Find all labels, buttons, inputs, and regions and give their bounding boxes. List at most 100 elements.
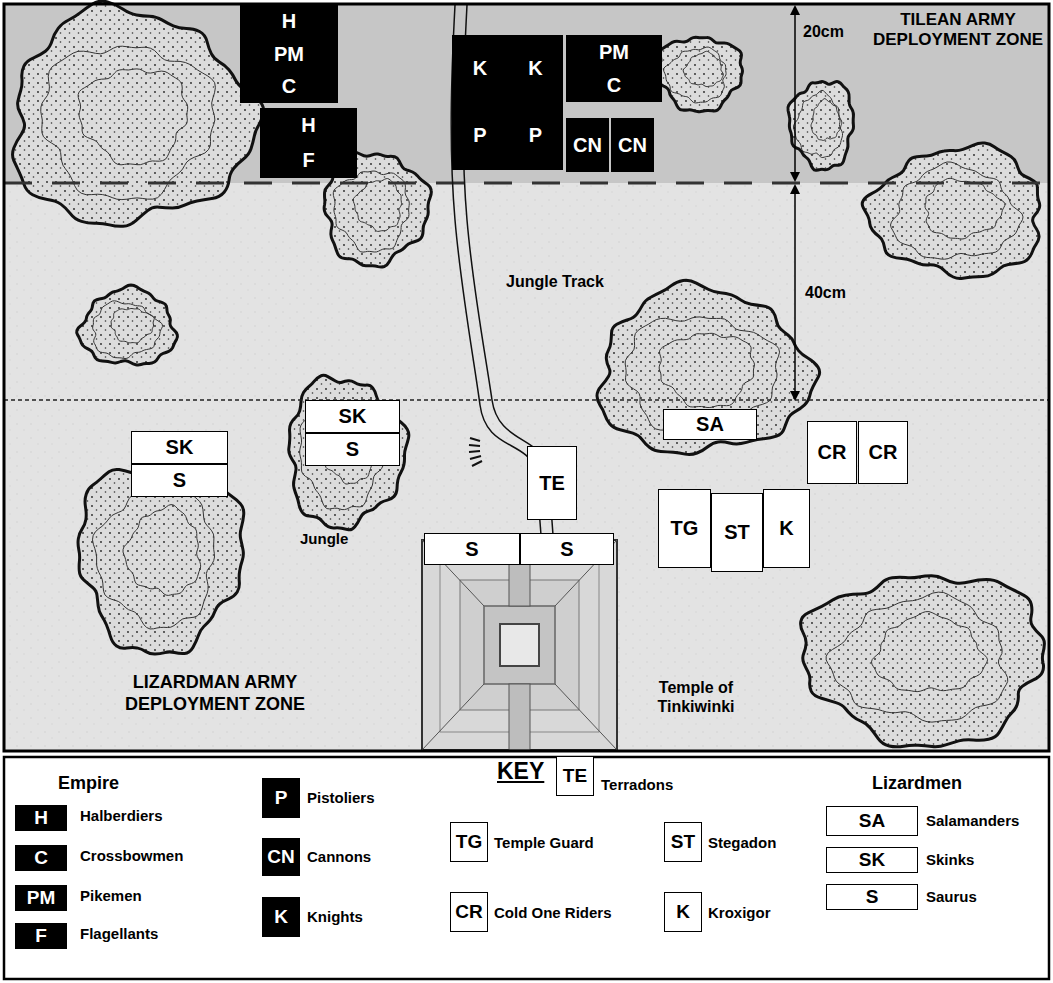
unit-letter: SK xyxy=(166,436,194,459)
temple-drawing xyxy=(422,540,617,750)
unit-block: K xyxy=(452,35,508,101)
unit-letter: CR xyxy=(818,441,847,464)
army-heading: Lizardmen xyxy=(872,773,1022,795)
legend-text: Knights xyxy=(307,908,363,925)
unit-block: P xyxy=(452,101,508,170)
jungle-area xyxy=(13,1,264,226)
legend-swatch: ST xyxy=(664,822,702,862)
jungle-contour xyxy=(41,46,216,200)
unit-letter: S xyxy=(560,538,573,561)
legend-text: Kroxigor xyxy=(708,904,771,921)
unit-letter: CN xyxy=(618,134,647,157)
legend-letter: S xyxy=(866,886,879,908)
unit-letter: CN xyxy=(573,134,602,157)
legend-swatch: H xyxy=(15,805,67,831)
legend-text: Stegadon xyxy=(708,834,776,851)
track-label: Jungle Track xyxy=(506,272,626,291)
legend-letter: SA xyxy=(859,810,885,832)
unit-letter: S xyxy=(346,438,359,461)
legend-swatch: PM xyxy=(15,885,67,911)
unit-block: S xyxy=(305,433,400,466)
legend-letter: CR xyxy=(455,901,482,923)
unit-letter: TE xyxy=(539,472,565,495)
jungle-contour xyxy=(826,592,1008,722)
jungle-contour xyxy=(93,301,163,359)
legend-text: Skinks xyxy=(926,851,974,868)
deployment-line xyxy=(4,182,1049,185)
legend-text: Pikemen xyxy=(80,887,142,904)
legend-letter: ST xyxy=(671,831,695,853)
unit-block: CN xyxy=(611,118,654,172)
legend-swatch: P xyxy=(262,778,300,818)
jungle-contour xyxy=(353,179,401,232)
legend-text: Salamanders xyxy=(926,812,1019,829)
unit-block: F xyxy=(260,143,357,178)
unit-letter: PM xyxy=(599,41,629,64)
unit-block: CR xyxy=(807,421,857,484)
legend-text: Saurus xyxy=(926,888,977,905)
unit-block: CR xyxy=(858,421,908,484)
deployment-line xyxy=(4,399,1049,401)
jungle-area xyxy=(597,280,820,454)
legend-text: Pistoliers xyxy=(307,789,375,806)
jungle-contour xyxy=(78,69,188,165)
unit-letter: PM xyxy=(274,43,304,66)
legend-letter: K xyxy=(676,901,690,923)
jungle-contour xyxy=(683,51,723,86)
unit-letter: P xyxy=(529,124,542,147)
unit-letter: K xyxy=(779,517,793,540)
jungle-area xyxy=(788,81,854,170)
legend-swatch: S xyxy=(826,884,918,910)
terrain-label: Jungle xyxy=(300,530,380,548)
zone-title: TILEAN ARMY DEPLOYMENT ZONE xyxy=(866,10,1050,51)
unit-block: H xyxy=(260,108,357,143)
unit-block: H xyxy=(240,5,338,38)
unit-block: P xyxy=(508,101,563,170)
legend-letter: CN xyxy=(267,846,294,868)
temple-label: Temple of Tinkiwinki xyxy=(626,678,766,716)
legend-text: Cold One Riders xyxy=(494,904,612,921)
unit-letter: H xyxy=(282,10,296,33)
jungle-contour xyxy=(811,99,842,141)
legend-swatch: K xyxy=(262,897,300,937)
unit-block: C xyxy=(240,70,338,103)
unit-block: PM xyxy=(240,38,338,70)
legend-text: Flagellants xyxy=(80,925,158,942)
unit-letter: P xyxy=(473,124,486,147)
jungle-area xyxy=(862,143,1040,279)
legend-text: Halberdiers xyxy=(80,807,163,824)
label-dimension: 20cm xyxy=(803,22,863,41)
label-dimension: 40cm xyxy=(805,283,865,302)
unit-block: S xyxy=(131,464,228,497)
legend-text: Temple Guard xyxy=(494,834,594,851)
unit-block: ST xyxy=(711,493,763,572)
jungle-area xyxy=(77,285,178,365)
jungle-area xyxy=(801,576,1045,747)
legend-swatch: CR xyxy=(450,892,488,932)
unit-letter: TG xyxy=(671,517,699,540)
dimension-arrow xyxy=(794,10,796,177)
unit-letter: C xyxy=(607,74,621,97)
unit-block: K xyxy=(508,35,563,101)
legend-letter: PM xyxy=(27,887,56,909)
legend-letter: P xyxy=(275,787,288,809)
dimension-arrow xyxy=(794,189,796,396)
legend-letter: TG xyxy=(456,831,482,853)
legend-letter: C xyxy=(34,847,48,869)
legend-swatch: SA xyxy=(826,806,918,836)
unit-letter: K xyxy=(528,57,542,80)
legend-swatch: K xyxy=(664,892,702,932)
legend-text: Terradons xyxy=(601,776,673,793)
zone-title: LIZARDMAN ARMY DEPLOYMENT ZONE xyxy=(70,672,360,715)
unit-block: CN xyxy=(566,118,609,172)
unit-block: S xyxy=(424,533,520,565)
ford-marks xyxy=(469,438,482,466)
unit-block: PM xyxy=(566,35,662,69)
army-heading: Empire xyxy=(58,773,178,795)
unit-letter: K xyxy=(473,57,487,80)
unit-letter: ST xyxy=(724,521,750,544)
jungle-area xyxy=(289,375,409,529)
unit-letter: S xyxy=(465,538,478,561)
legend-swatch: CN xyxy=(262,838,300,876)
